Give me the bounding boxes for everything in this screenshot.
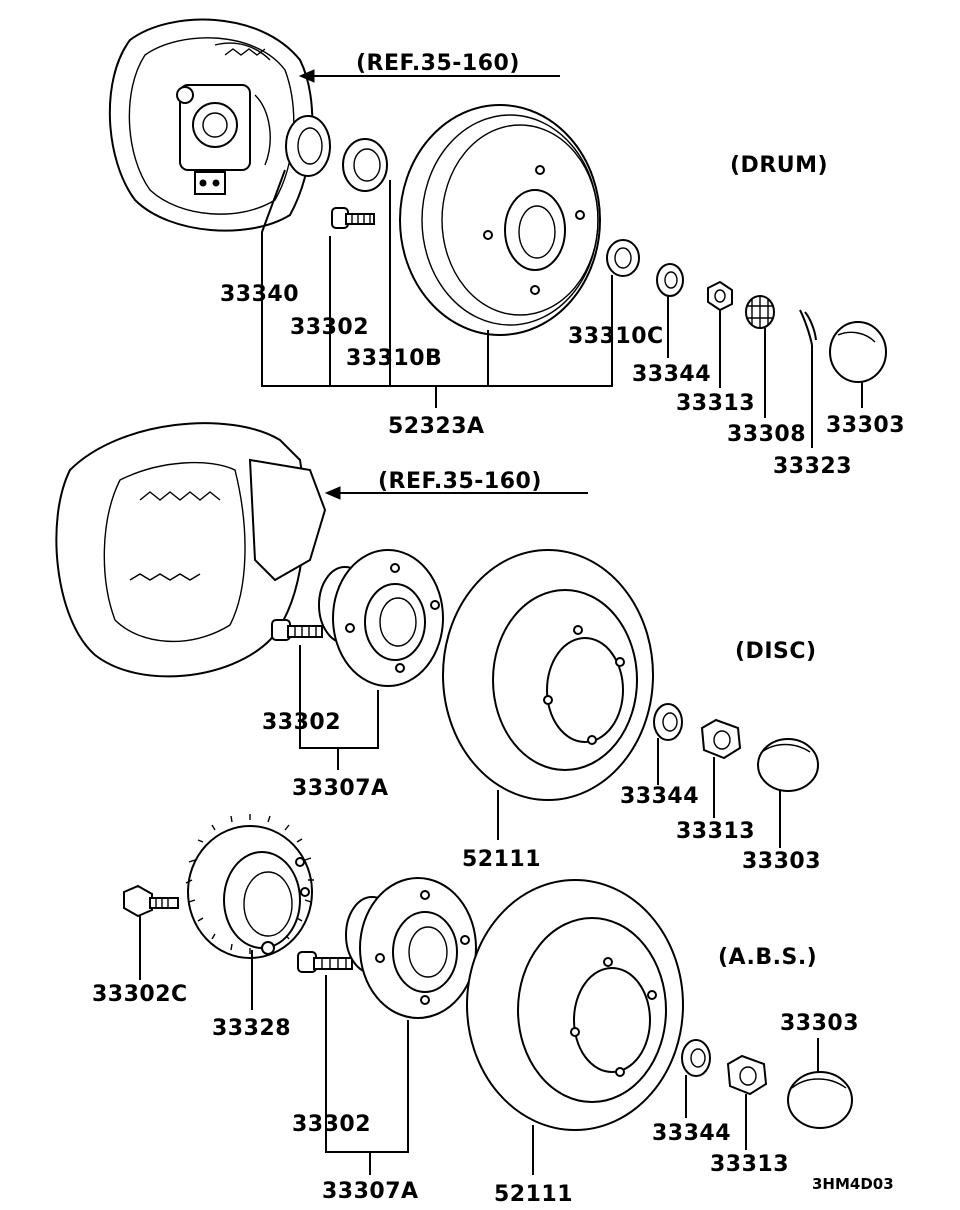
label-drum-33344: 33344 <box>632 362 711 387</box>
label-abs-33307a: 33307A <box>322 1179 419 1204</box>
abs-section: (A.B.S.) 33302C 33328 33303 33302 33344 … <box>92 814 894 1207</box>
abs-sensor-rotor <box>185 814 314 959</box>
abs-rotor-bolt <box>123 884 179 918</box>
label-drum-33303: 33303 <box>826 413 905 438</box>
abs-rotor <box>466 879 684 1131</box>
abs-cap <box>787 1071 853 1129</box>
drum-lock-nut <box>745 295 775 329</box>
label-disc-33344: 33344 <box>620 784 699 809</box>
abs-hub-bolt <box>297 951 353 973</box>
label-33323: 33323 <box>773 454 852 479</box>
abs-hub-assembly <box>345 877 477 1019</box>
label-52323a: 52323A <box>388 414 485 439</box>
label-disc-33303: 33303 <box>742 849 821 874</box>
disc-section: (REF.35-160) <box>55 422 821 874</box>
label-disc-33302: 33302 <box>262 710 341 735</box>
label-33310b: 33310B <box>346 346 442 371</box>
brake-drum <box>399 104 601 336</box>
abs-title: (A.B.S.) <box>718 945 817 970</box>
disc-ref-arrow-icon <box>324 486 341 500</box>
drum-title: (DRUM) <box>730 153 828 178</box>
drum-seal <box>285 115 331 177</box>
drum-cap <box>829 321 887 383</box>
label-disc-33313: 33313 <box>676 819 755 844</box>
drum-backing-plate <box>108 18 314 232</box>
diagram-code: 3HM4D03 <box>812 1175 894 1193</box>
drum-nut <box>707 280 733 312</box>
label-33308: 33308 <box>727 422 806 447</box>
drum-hub-bolt <box>331 207 375 229</box>
label-disc-33307a: 33307A <box>292 776 389 801</box>
drum-ref-label: (REF.35-160) <box>356 51 520 76</box>
abs-washer <box>681 1039 711 1077</box>
drum-ref-arrow-icon <box>298 69 315 83</box>
label-abs-33344: 33344 <box>652 1121 731 1146</box>
label-abs-33303: 33303 <box>780 1011 859 1036</box>
label-33340: 33340 <box>220 282 299 307</box>
label-abs-33313: 33313 <box>710 1152 789 1177</box>
drum-section: (REF.35-160) <box>108 18 905 479</box>
drum-washer <box>656 263 684 297</box>
label-disc-52111: 52111 <box>462 847 541 872</box>
disc-title: (DISC) <box>735 639 817 664</box>
label-drum-33302: 33302 <box>290 315 369 340</box>
drum-inner-bearing <box>342 138 388 192</box>
label-33302c: 33302C <box>92 982 188 1007</box>
label-abs-52111: 52111 <box>494 1182 573 1207</box>
disc-hub-assembly <box>318 549 444 687</box>
label-abs-33302: 33302 <box>292 1112 371 1137</box>
disc-cap <box>757 738 819 792</box>
drum-outer-bearing <box>606 239 640 277</box>
disc-rotor <box>442 549 654 801</box>
disc-backing-plate <box>55 422 327 678</box>
disc-hub-bolt <box>271 619 323 641</box>
drum-cotter-pin <box>799 309 817 346</box>
label-33310c: 33310C <box>568 324 664 349</box>
label-33328: 33328 <box>212 1016 291 1041</box>
disc-washer <box>653 703 683 741</box>
label-drum-33313: 33313 <box>676 391 755 416</box>
disc-ref-label: (REF.35-160) <box>378 469 542 494</box>
abs-nut <box>726 1054 768 1096</box>
disc-nut <box>700 718 742 760</box>
